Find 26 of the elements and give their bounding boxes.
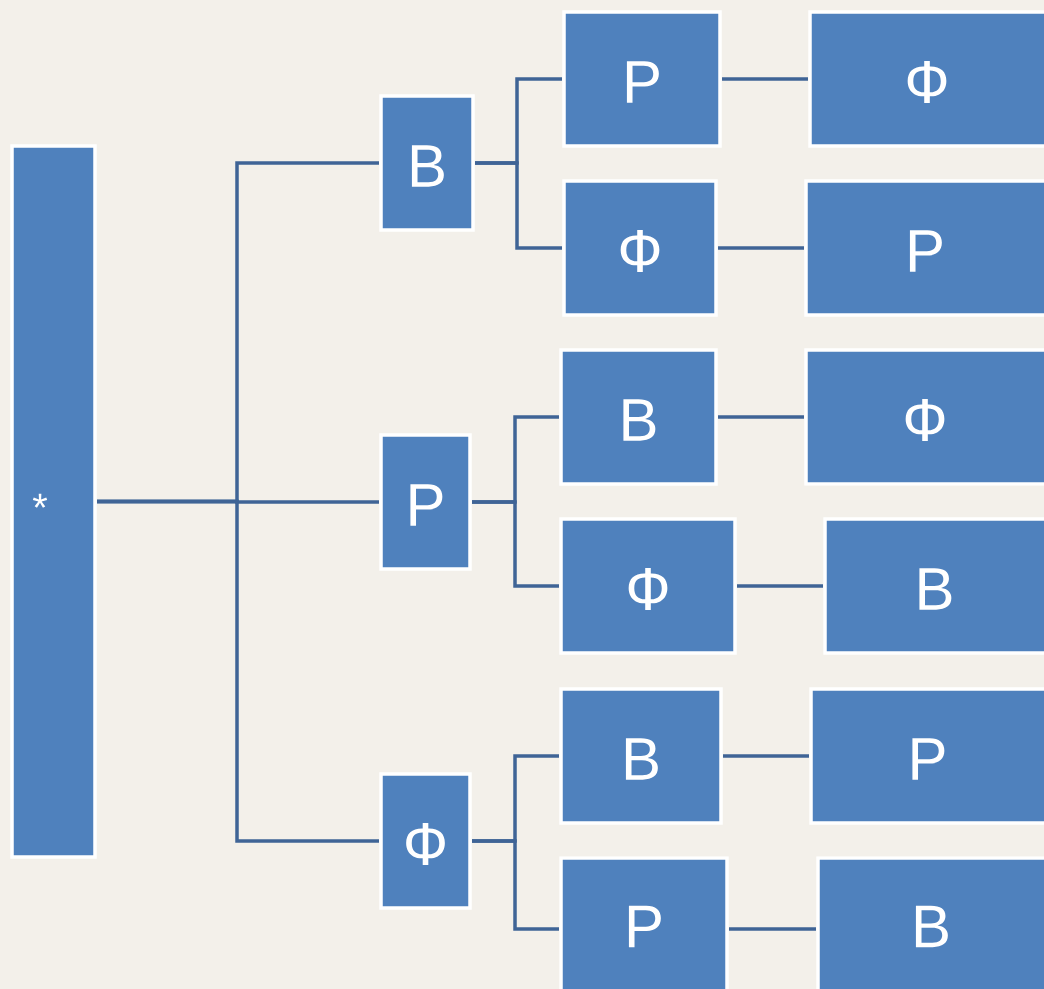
connector-line (718, 415, 804, 419)
tree-box: В (559, 687, 723, 825)
connector-line (729, 927, 816, 931)
connector-line (97, 499, 379, 843)
connector-line (472, 500, 559, 588)
connector-line (722, 77, 808, 81)
connector-line (737, 584, 823, 588)
connector-line (475, 161, 562, 250)
tree-box: Р (379, 433, 472, 571)
tree-box: В (559, 348, 718, 486)
tree-box: Ф (379, 772, 472, 910)
tree-box: Ф (559, 517, 737, 655)
tree-box: В (816, 856, 1044, 989)
tree-box: Ф (808, 10, 1044, 148)
tree-box: Р (804, 179, 1044, 317)
tree-box: Р (809, 687, 1044, 825)
tree-box: Ф (804, 348, 1044, 486)
tree-box: Р (562, 10, 722, 148)
connector-line (718, 246, 804, 250)
connector-line (723, 754, 809, 758)
tree-box: В (379, 94, 475, 232)
tree-box: Ф (562, 179, 718, 317)
tree-box: Р (559, 856, 729, 989)
tree-box: В (823, 517, 1044, 655)
tree-box: * (10, 144, 97, 859)
connector-line (472, 839, 559, 931)
